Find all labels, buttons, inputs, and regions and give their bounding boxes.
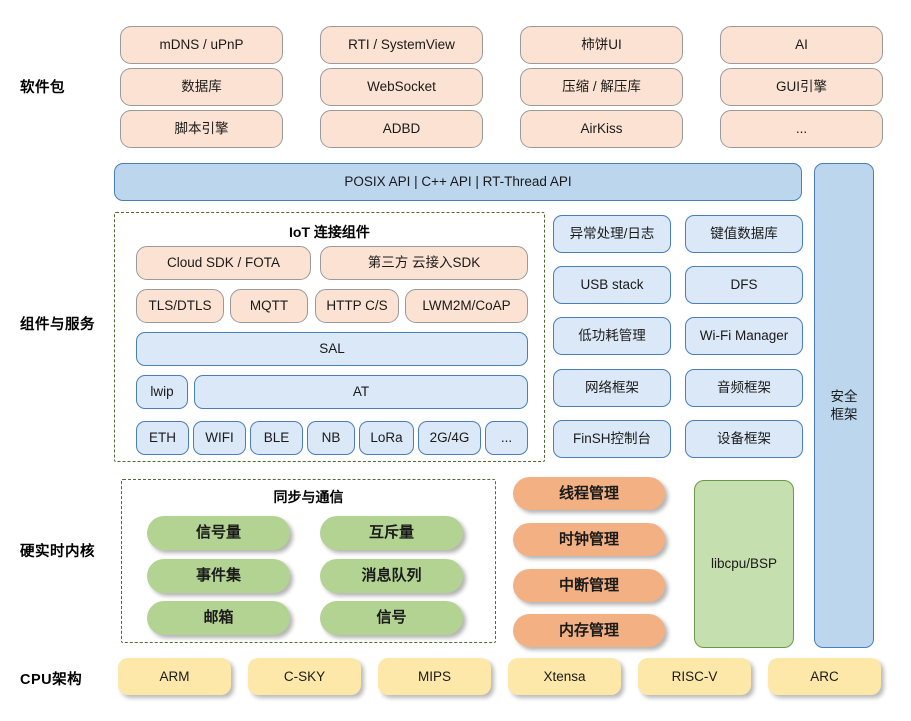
service-box[interactable]: 异常处理/日志 — [553, 215, 671, 253]
kernel-sync-group-title: 同步与通信 — [273, 489, 344, 505]
software-package-box[interactable]: 压缩 / 解压库 — [520, 68, 683, 106]
software-package-box[interactable]: 脚本引擎 — [120, 110, 283, 148]
software-package-box[interactable]: 数据库 — [120, 68, 283, 106]
row-label-hard-realtime-kernel: 硬实时内核 — [20, 544, 95, 560]
at-box[interactable]: AT — [194, 375, 528, 409]
service-box[interactable]: DFS — [685, 266, 803, 304]
iot-box[interactable]: Cloud SDK / FOTA — [136, 246, 311, 280]
cpu-arch-box[interactable]: RISC-V — [638, 658, 751, 695]
iot-box[interactable]: MQTT — [230, 289, 308, 323]
cpu-arch-box[interactable]: MIPS — [378, 658, 491, 695]
row-label-software-packages: 软件包 — [20, 80, 65, 96]
service-box[interactable]: 音频框架 — [685, 369, 803, 407]
link-box[interactable]: LoRa — [359, 421, 414, 455]
software-package-box[interactable]: RTI / SystemView — [320, 26, 483, 64]
software-package-box[interactable]: 柿饼UI — [520, 26, 683, 64]
kernel-sync-box[interactable]: 信号 — [320, 601, 463, 635]
service-box[interactable]: 设备框架 — [685, 420, 803, 458]
link-box[interactable]: 2G/4G — [418, 421, 481, 455]
software-package-box[interactable]: GUI引擎 — [720, 68, 883, 106]
security-framework-label-line2: 框架 — [830, 406, 858, 422]
service-box[interactable]: USB stack — [553, 266, 671, 304]
iot-box[interactable]: HTTP C/S — [315, 289, 399, 323]
iot-box[interactable]: 第三方 云接入SDK — [320, 246, 528, 280]
iot-box[interactable]: TLS/DTLS — [136, 289, 224, 323]
link-box[interactable]: ... — [485, 421, 528, 455]
software-package-box[interactable]: mDNS / uPnP — [120, 26, 283, 64]
api-bar: POSIX API | C++ API | RT-Thread API — [114, 163, 802, 201]
cpu-arch-box[interactable]: Xtensa — [508, 658, 621, 695]
software-package-box[interactable]: ... — [720, 110, 883, 148]
kernel-manager-box[interactable]: 内存管理 — [513, 614, 665, 647]
service-box[interactable]: 低功耗管理 — [553, 317, 671, 355]
link-box[interactable]: WIFI — [193, 421, 246, 455]
service-box[interactable]: 网络框架 — [553, 369, 671, 407]
kernel-sync-box[interactable]: 消息队列 — [320, 559, 463, 593]
kernel-sync-group: 同步与通信 — [121, 479, 496, 643]
software-package-box[interactable]: WebSocket — [320, 68, 483, 106]
iot-box[interactable]: LWM2M/CoAP — [405, 289, 528, 323]
software-package-box[interactable]: ADBD — [320, 110, 483, 148]
kernel-manager-box[interactable]: 线程管理 — [513, 477, 665, 510]
row-label-cpu-architecture: CPU架构 — [20, 672, 83, 688]
security-framework-panel: 安全 框架 — [814, 163, 874, 648]
kernel-manager-box[interactable]: 中断管理 — [513, 569, 665, 602]
software-package-box[interactable]: AirKiss — [520, 110, 683, 148]
link-box[interactable]: ETH — [136, 421, 189, 455]
cpu-arch-box[interactable]: C-SKY — [248, 658, 361, 695]
kernel-sync-box[interactable]: 信号量 — [147, 516, 290, 550]
kernel-sync-box[interactable]: 邮箱 — [147, 601, 290, 635]
service-box[interactable]: FinSH控制台 — [553, 420, 671, 458]
link-box[interactable]: BLE — [250, 421, 303, 455]
lwip-box[interactable]: lwip — [136, 375, 188, 409]
iot-group-title: IoT 连接组件 — [289, 224, 370, 240]
service-box[interactable]: Wi-Fi Manager — [685, 317, 803, 355]
sal-box[interactable]: SAL — [136, 332, 528, 366]
kernel-sync-box[interactable]: 互斥量 — [320, 516, 463, 550]
libcpu-bsp-box[interactable]: libcpu/BSP — [694, 480, 794, 648]
kernel-sync-box[interactable]: 事件集 — [147, 559, 290, 593]
row-label-components-services: 组件与服务 — [20, 317, 95, 333]
cpu-arch-box[interactable]: ARC — [768, 658, 881, 695]
link-box[interactable]: NB — [307, 421, 355, 455]
software-package-box[interactable]: AI — [720, 26, 883, 64]
kernel-manager-box[interactable]: 时钟管理 — [513, 523, 665, 556]
service-box[interactable]: 键值数据库 — [685, 215, 803, 253]
security-framework-label-line1: 安全 — [830, 388, 858, 404]
iot-connectivity-group: IoT 连接组件 — [114, 212, 545, 462]
cpu-arch-box[interactable]: ARM — [118, 658, 231, 695]
